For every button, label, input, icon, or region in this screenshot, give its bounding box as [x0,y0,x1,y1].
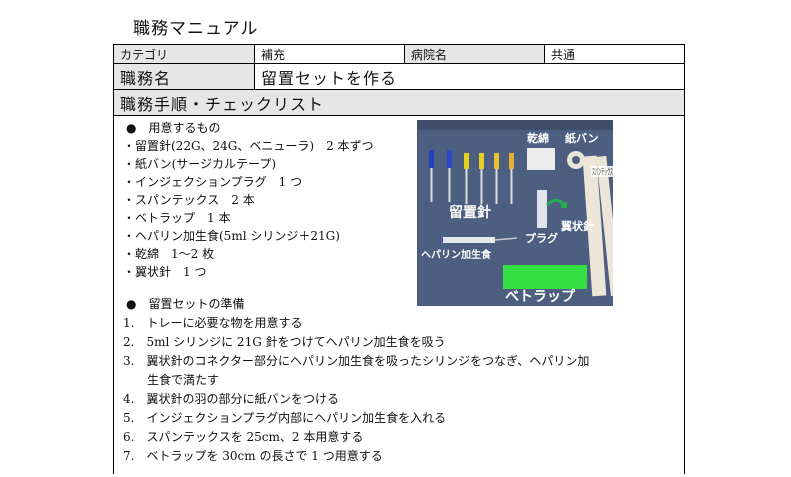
procedure-row: 職務手順・チェックリスト [114,90,684,116]
manual-table: カテゴリ 補充 病院名 共通 職務名 留置セットを作る 職務手順・チェックリスト… [113,44,685,474]
procedure-content: ● 用意するもの ・留置針(22G、24G、ベニューラ) 2 本ずつ ・紙バン(… [114,117,684,477]
supply-item: ・留置針(22G、24G、ベニューラ) 2 本ずつ [123,139,374,153]
supply-item: ・ベトラップ 1 本 [123,211,231,225]
supply-item: ・インジェクションプラグ 1 つ [123,175,303,189]
category-label: カテゴリ [114,45,254,63]
ward-value: 共通 [544,45,684,63]
task-value: 留置セットを作る [254,64,684,89]
supplies-heading: ● 用意するもの [126,121,221,135]
photo-top-shadow [417,120,613,130]
spantex-strip [596,155,613,297]
preparation-step: 6. スパンテックスを 25cm、2 本用意する [123,430,364,444]
label-winged: 翼状針 [560,219,594,233]
category-value: 補充 [254,45,404,63]
ward-label: 病院名 [404,45,544,63]
procedure-label: 職務手順・チェックリスト [120,94,325,114]
label-cotton: 乾綿 [527,131,549,145]
spantex-label-bg [591,166,613,177]
preparation-step: 3. 翼状針のコネクター部分にヘパリン加生食を吸ったシリンジをつなぎ、ヘパリン加 [123,354,590,368]
label-tape: 紙バン [565,131,599,145]
preparation-step: 5. インジェクションプラグ内部にヘパリン加生食を入れる [123,411,447,425]
supply-item: ・ヘパリン加生食(5ml シリンジ＋21G) [123,229,340,243]
supply-item: ・乾綿 1〜2 枚 [123,247,215,261]
cotton-pad [527,148,555,170]
supply-item: ・スパンテックス 2 本 [123,193,255,207]
preparation-step: 7. ベトラップを 30cm の長さで 1 つ用意する [123,449,383,463]
task-row: 職務名 留置セットを作る [114,64,684,90]
label-spantex: スパンテックス [592,167,613,178]
preparation-step: 生食で満たす [123,373,220,387]
vetrap-roll [503,265,587,289]
catheter-group [429,150,514,204]
label-catheter: 留置針 [449,204,491,221]
preparation-step: 4. 翼状針の羽の部分に紙バンをつける [123,392,340,406]
heparin-syringe [443,237,495,243]
label-heparin: ヘパリン加生食 [421,248,492,261]
preparation-step: 1. トレーに必要な物を用意する [123,316,303,330]
task-label: 職務名 [114,64,254,89]
preparation-heading: ● 留置セットの準備 [126,297,245,311]
preparation-step: 2. 5ml シリンジに 21G 針をつけてヘパリン加生食を吸う [123,335,446,349]
injection-plug [537,190,547,228]
supply-item: ・紙バン(サージカルテープ) [123,157,277,171]
header-row: カテゴリ 補充 病院名 共通 [114,45,684,64]
spantex-strip [582,155,607,297]
supply-item: ・翼状針 1 つ [123,265,207,279]
supplies-photo: 乾綿 紙バン スパンテックス 留置針 プラグ 翼状針 [417,120,613,306]
document-title: 職務マニュアル [133,19,259,39]
label-plug: プラグ [525,231,558,245]
label-vetrap: ベトラップ [505,289,576,305]
